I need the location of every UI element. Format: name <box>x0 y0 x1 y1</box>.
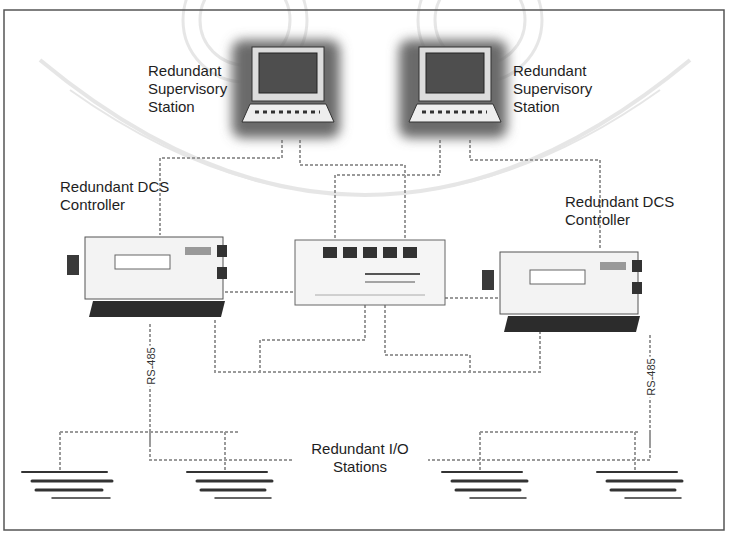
station-label: Redundant Supervisory Station <box>148 62 248 120</box>
network-wires <box>60 140 650 470</box>
bus-label: RS-485 <box>144 345 156 386</box>
node-label: Redundant Supervisory Station <box>148 62 248 116</box>
io-stations-label: Redundant I/O Stations <box>292 440 428 480</box>
rs485-connector <box>428 335 650 460</box>
node-label: Redundant Supervisory Station <box>513 62 643 116</box>
controller-group: Redundant DCS Controller <box>58 178 230 324</box>
node-label: Redundant DCS Controller <box>565 193 718 229</box>
station-label: Redundant Supervisory Station <box>513 62 643 120</box>
controller-group: Redundant DCS Controller <box>503 193 718 335</box>
io-station <box>22 472 682 498</box>
supervisory-monitor <box>399 40 507 138</box>
dcs-controller <box>67 237 227 317</box>
bus-label: RS-485 <box>644 356 656 397</box>
rs485-connector <box>150 324 292 460</box>
dcs-controller <box>482 252 642 332</box>
frame <box>4 10 724 530</box>
node-label: Redundant I/O Stations <box>292 440 428 476</box>
network-switch <box>295 240 445 305</box>
node-label: Redundant DCS Controller <box>60 178 230 214</box>
supervisory-monitor <box>232 40 340 138</box>
